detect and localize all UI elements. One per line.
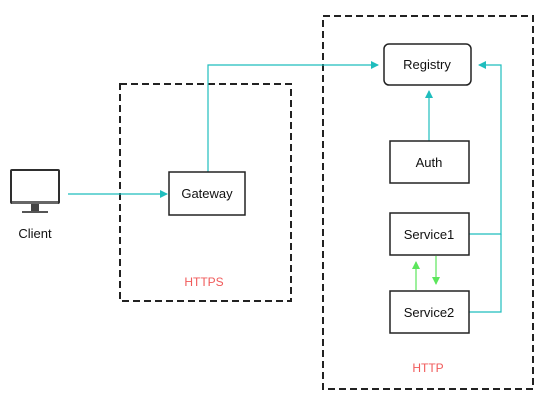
- service2-to-registry-line: [469, 234, 502, 313]
- client: Client: [10, 169, 60, 241]
- https-zone-label: HTTPS: [184, 275, 223, 289]
- service-interlinks: [412, 256, 440, 290]
- gateway-to-registry-arrow: [207, 61, 379, 172]
- auth-node: Auth: [389, 140, 470, 184]
- http-zone-label: HTTP: [412, 361, 443, 375]
- gateway-label: Gateway: [181, 186, 233, 201]
- client-label: Client: [18, 226, 52, 241]
- service1-label: Service1: [404, 227, 455, 242]
- gateway-node: Gateway: [168, 171, 246, 216]
- https-zone: HTTPS: [119, 83, 292, 302]
- auth-label: Auth: [416, 155, 443, 170]
- registry-node: Registry: [383, 43, 472, 86]
- desktop-computer-icon: [10, 169, 60, 213]
- service2-node: Service2: [389, 290, 470, 334]
- service2-label: Service2: [404, 305, 455, 320]
- service1-to-registry-arrow: [469, 61, 502, 235]
- connectors: [68, 61, 502, 313]
- http-zone: HTTP: [322, 15, 534, 390]
- registry-label: Registry: [403, 57, 451, 72]
- service1-node: Service1: [389, 212, 470, 256]
